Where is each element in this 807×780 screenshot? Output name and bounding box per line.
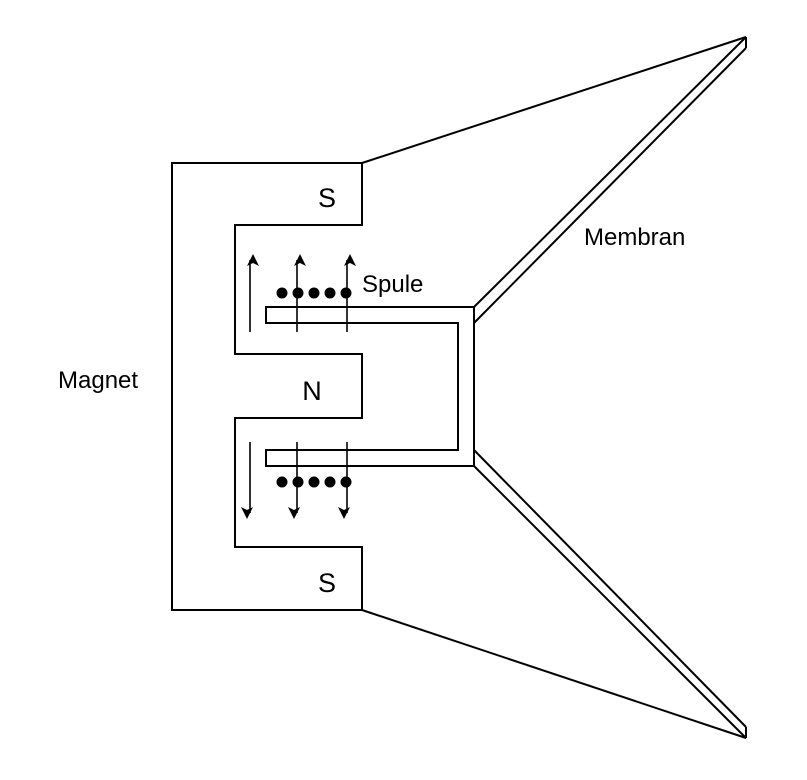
- membrane-label: Membran: [584, 224, 685, 251]
- coil-winding-dot: [292, 287, 304, 299]
- coil-winding-dot: [340, 476, 352, 488]
- coil-winding-dot: [324, 287, 336, 299]
- coil-winding-dot: [292, 476, 304, 488]
- pole-label-south-bottom: S: [318, 568, 336, 598]
- coil-windings-bottom: [276, 476, 352, 488]
- membrane-cone: [361, 36, 747, 739]
- coil-windings-top: [276, 287, 352, 299]
- pole-label-north: N: [302, 376, 322, 406]
- pole-label-south-top: S: [318, 183, 336, 213]
- coil-winding-dot: [340, 287, 352, 299]
- coil-winding-dot: [308, 476, 320, 488]
- magnet-body: [171, 162, 363, 611]
- coil-winding-dot: [276, 476, 288, 488]
- coil-winding-dot: [324, 476, 336, 488]
- magnet-label: Magnet: [58, 367, 138, 394]
- coil-winding-dot: [276, 287, 288, 299]
- coil-winding-dot: [308, 287, 320, 299]
- coil-label: Spule: [362, 271, 423, 298]
- voice-coil-former: [265, 306, 475, 467]
